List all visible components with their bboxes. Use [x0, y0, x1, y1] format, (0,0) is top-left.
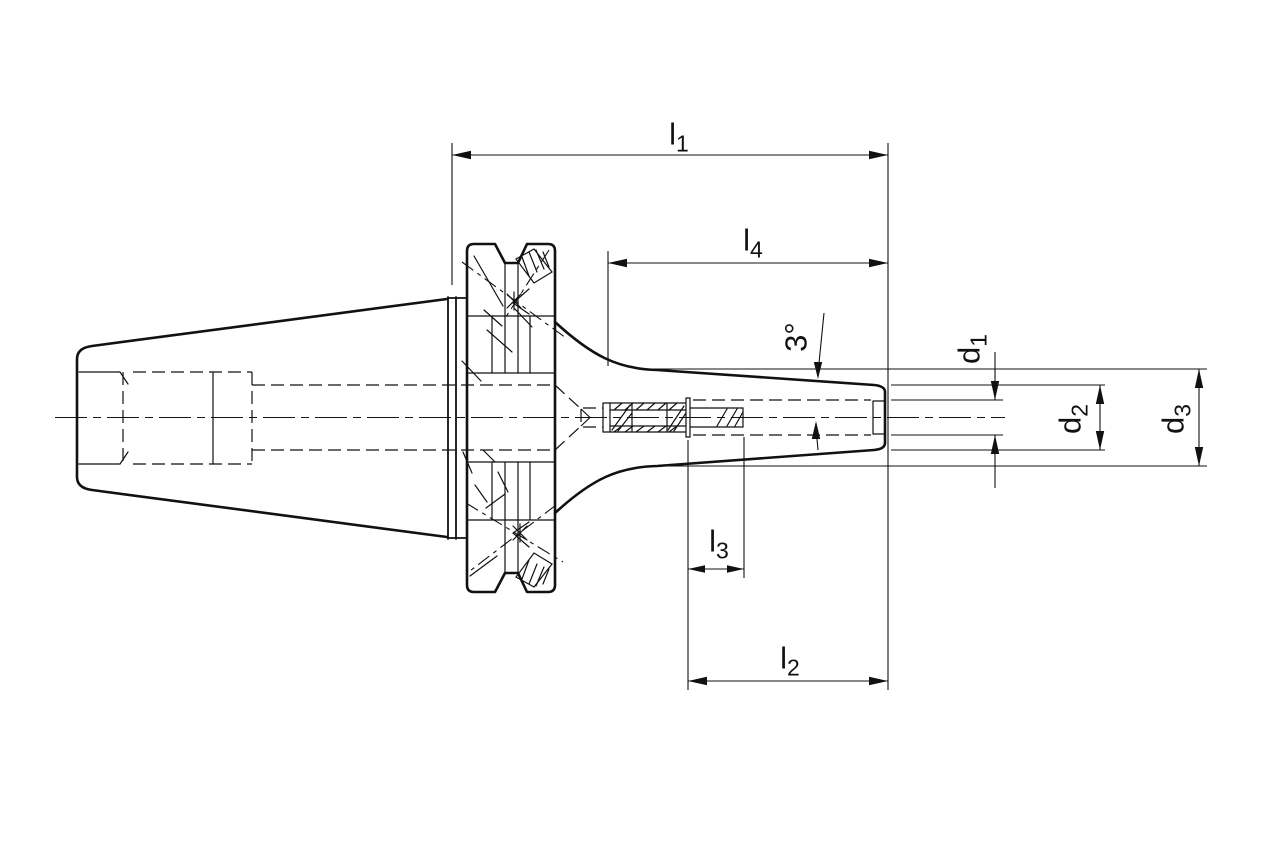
label-l2: l2 [780, 640, 800, 680]
label-d3: d3 [1155, 404, 1196, 435]
label-l2-sub: 2 [787, 654, 800, 681]
label-l3: l3 [709, 523, 729, 563]
dimension-l1 [451, 143, 889, 690]
label-l2-base: l [780, 640, 788, 676]
label-d1-base: d [951, 346, 987, 365]
label-l4-base: l [743, 222, 751, 258]
flange-groove-lines [466, 262, 556, 574]
label-d2-sub: 2 [1066, 403, 1093, 417]
label-d3-base: d [1155, 416, 1191, 435]
flange-drive-slot-details [461, 248, 567, 588]
thread-insert-section [602, 397, 871, 438]
label-d2-base: d [1052, 416, 1088, 435]
label-l1-sub: 1 [676, 130, 689, 157]
label-d3-sub: 3 [1169, 403, 1196, 417]
label-l3-sub: 3 [716, 537, 729, 564]
dimension-l3 [687, 437, 745, 690]
dimension-d3 [645, 368, 1207, 467]
label-angle-text: 3° [778, 322, 814, 352]
label-l3-base: l [709, 523, 717, 559]
label-d2: d2 [1052, 404, 1093, 435]
shank-outline [553, 320, 887, 515]
label-l1: l1 [669, 116, 689, 156]
label-l1-base: l [669, 116, 677, 152]
taper-cone-outline [75, 296, 468, 540]
dimension-l4 [607, 251, 888, 366]
label-l4-sub: 4 [750, 236, 763, 263]
label-l4: l4 [743, 222, 763, 262]
dimension-d1 [891, 352, 1003, 488]
dimension-d2 [891, 384, 1105, 451]
label-angle-3deg: 3° [778, 322, 814, 352]
label-d1: d1 [951, 334, 992, 365]
dimension-angle-3deg [811, 312, 825, 451]
flange-outline [465, 242, 557, 594]
cone-hidden-bore-lines [78, 371, 603, 465]
dimension-l2 [688, 676, 888, 686]
label-d1-sub: 1 [965, 333, 992, 347]
